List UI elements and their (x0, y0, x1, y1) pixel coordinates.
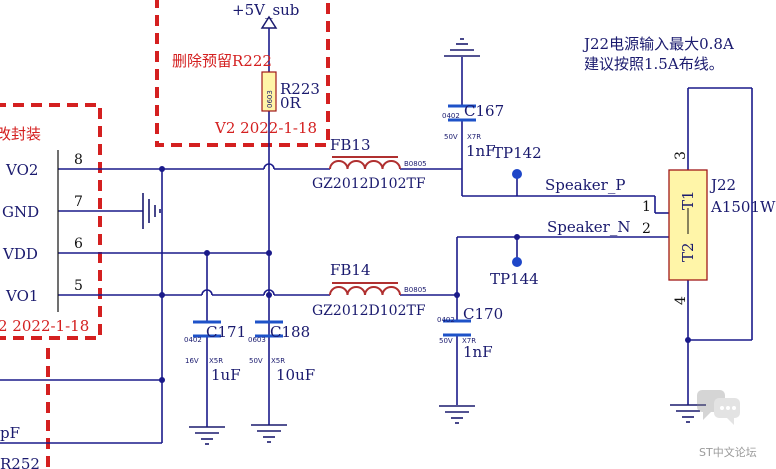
r223-value: 0R (280, 94, 302, 112)
note-r222-line2: V2 2022-1-18 (214, 119, 317, 137)
c171-pkg: 0402 (184, 336, 202, 344)
junctions (159, 166, 691, 383)
fb13-inductor (329, 156, 401, 170)
j22-pin1-label: T1 (679, 190, 697, 210)
c167-ref: C167 (464, 102, 504, 120)
fb14-ref: FB14 (330, 261, 371, 279)
c167-diel: X7R (467, 133, 481, 141)
c188-capacitor (255, 320, 283, 338)
pin-num-5: 5 (74, 278, 83, 294)
ground-symbol-c167 (444, 38, 480, 57)
c170-diel: X7R (462, 337, 476, 345)
c171-volt: 16V (185, 357, 199, 365)
watermark-text: ST中文论坛 (699, 445, 757, 459)
c188-pkg: 0603 (248, 336, 266, 344)
wires (0, 57, 753, 444)
power-5v-sub-label: +5V_sub (232, 1, 299, 19)
c171-diel: X5R (209, 357, 223, 365)
j22-ref: J22 (709, 176, 736, 194)
fb13-part: GZ2012D102TF (312, 176, 426, 192)
tp142-ref: TP142 (493, 144, 542, 162)
ground-symbol-c171 (189, 426, 225, 445)
fb14-part: GZ2012D102TF (312, 303, 426, 319)
c170-value: 1nF (463, 343, 493, 361)
ground-symbol-pin7 (142, 193, 161, 229)
partial-cap-value: pF (0, 424, 20, 442)
c170-volt: 50V (439, 337, 453, 345)
ground-symbol-c170 (439, 405, 475, 424)
ground-symbol-c188 (251, 424, 287, 443)
tp144-dot (512, 257, 522, 267)
left-box-title: 改封装 (0, 125, 41, 143)
fb13-ref: FB13 (330, 136, 371, 154)
pin-name-gnd: GND (2, 203, 39, 221)
j22-pin2-num: 2 (642, 221, 651, 237)
c188-value: 10uF (276, 366, 315, 384)
c167-value: 1nF (466, 142, 496, 160)
j22-pin3-num: 3 (673, 151, 689, 160)
j22-note-line1: J22电源输入最大0.8A (582, 35, 734, 53)
c170-capacitor (443, 319, 471, 337)
net-speaker-n: Speaker_N (547, 218, 630, 236)
r223-body (261, 71, 277, 112)
ground-symbol-j22 (670, 404, 706, 423)
c167-volt: 50V (444, 133, 458, 141)
tp142-dot (512, 169, 522, 179)
fb14-inductor (329, 282, 401, 296)
pin-name-vo2: VO2 (5, 161, 38, 179)
c188-volt: 50V (249, 357, 263, 365)
pin-num-8: 8 (74, 152, 83, 168)
c188-ref: C188 (270, 323, 310, 341)
c171-value: 1uF (211, 366, 241, 384)
note-r222-line1: 删除预留R222 (172, 52, 272, 70)
pin-num-6: 6 (74, 236, 83, 252)
j22-pin4-num: 4 (673, 296, 689, 305)
c167-pkg: 0402 (442, 112, 460, 120)
j22-note-line2: 建议按照1.5A布线。 (584, 55, 724, 73)
tp144-ref: TP144 (490, 270, 539, 288)
c188-diel: X5R (271, 357, 285, 365)
chat-bubble-icon (697, 390, 740, 425)
j22-pin2-label: T2 (679, 242, 697, 262)
fb13-package: B0805 (404, 160, 427, 168)
pin-num-7: 7 (74, 194, 83, 210)
c171-capacitor (193, 320, 221, 338)
partial-ref: R252 (0, 455, 40, 469)
left-box-date: 2 2022-1-18 (0, 317, 89, 335)
j22-part: A1501W (710, 198, 776, 216)
pin-name-vo1: VO1 (5, 287, 38, 305)
fb14-package: B0805 (404, 286, 427, 294)
c170-ref: C170 (463, 305, 503, 323)
note-box-left (0, 103, 102, 340)
c171-ref: C171 (206, 323, 246, 341)
net-speaker-p: Speaker_P (545, 176, 625, 194)
c170-pkg: 0402 (437, 316, 455, 324)
j22-pin1-num: 1 (642, 199, 651, 215)
note-box-r222 (155, 0, 330, 147)
pin-name-vdd: VDD (2, 245, 38, 263)
c167-capacitor (448, 104, 476, 122)
power-5v-sub-symbol (260, 15, 278, 72)
r223-ref: R223 (280, 80, 320, 98)
r223-package: 0603 (266, 90, 274, 108)
